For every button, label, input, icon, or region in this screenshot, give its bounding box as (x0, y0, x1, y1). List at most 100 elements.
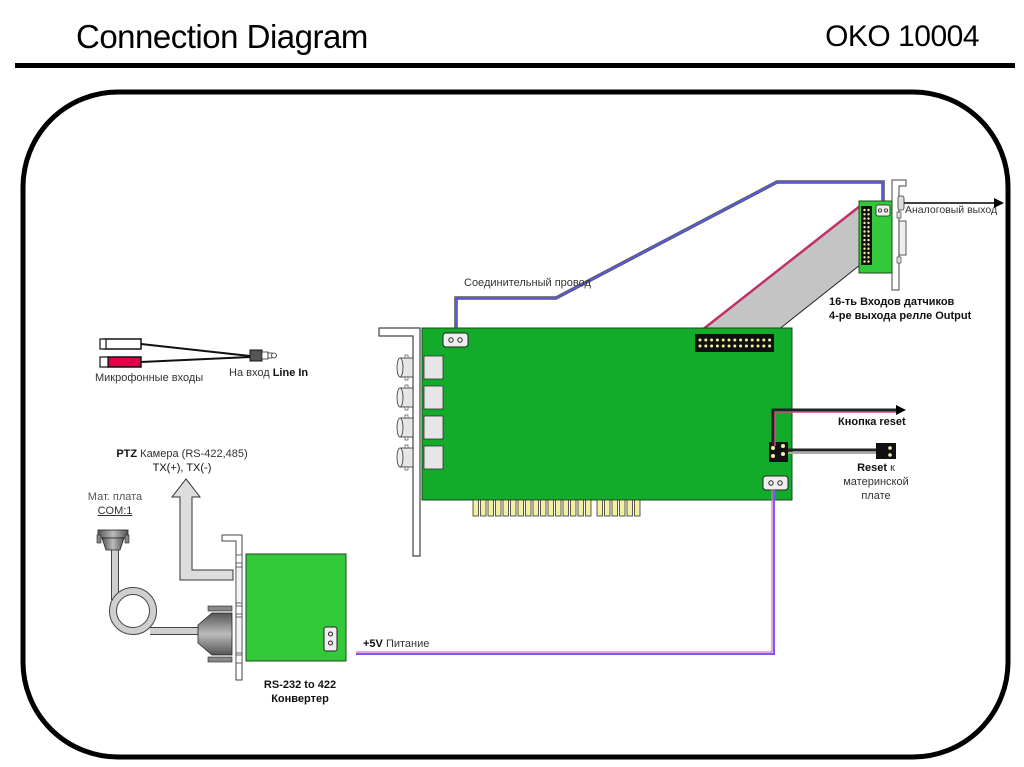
power-rest: Питание (385, 638, 430, 650)
ptz-bold: PTZ (116, 448, 138, 460)
header-pin (715, 344, 719, 348)
sensor-board-bracket (891, 179, 907, 291)
header-pin (750, 344, 754, 348)
motherboard-label: Мат. плата (87, 491, 143, 503)
analog-output-line (904, 198, 1004, 208)
audio-y-cable (99, 338, 277, 368)
bnc-face (396, 447, 404, 468)
bnc-block (423, 445, 444, 470)
serial-cable (109, 545, 202, 635)
reset-rest-1: к (890, 462, 895, 474)
pci-finger (547, 499, 554, 517)
header-pin (727, 344, 731, 348)
pci-finger (562, 499, 569, 517)
jack-plug (249, 349, 263, 362)
pci-finger (570, 499, 577, 517)
line-in-label: На вход Line In (229, 367, 308, 380)
bnc-face (396, 417, 404, 438)
header-pin (867, 256, 870, 259)
model-number: OKO 10004 (825, 20, 979, 53)
pci-finger (502, 499, 509, 517)
header-pin (863, 208, 866, 212)
connecting-wire-label: Соединительный провод (464, 277, 591, 289)
pci-finger (585, 499, 592, 517)
header-pin (867, 226, 870, 229)
header-pin (863, 213, 866, 216)
pci-finger (472, 499, 479, 517)
bnc-block (423, 355, 444, 380)
bnc-face (396, 387, 404, 408)
header-pin (744, 344, 748, 348)
header-pin (863, 234, 866, 237)
header-pin (863, 260, 866, 263)
power-header-main (762, 475, 789, 491)
sensor-inputs-label-1: 16-ть Входов датчиков (829, 296, 955, 308)
header-pin (867, 234, 870, 237)
converter-label-2: Конвертер (271, 693, 329, 705)
header-pin (733, 338, 737, 342)
header-pin (863, 247, 866, 250)
header-pin (867, 243, 870, 246)
header-pin (721, 338, 725, 342)
mic-inputs-label: Микрофонные входы (95, 372, 204, 384)
com-port-label: COM:1 (97, 505, 133, 517)
ptz-tx-label: TX(+), TX(-) (152, 462, 212, 474)
ribbon-header-sensor (861, 206, 872, 265)
power-bold: +5V (363, 638, 383, 650)
bnc-block (423, 385, 444, 410)
header-pin (704, 344, 708, 348)
pci-finger (487, 499, 494, 517)
line-in-prefix: На вход (229, 367, 270, 379)
page-title: Connection Diagram (76, 18, 368, 55)
header-pin (727, 338, 731, 342)
sensor-inputs-label-2: 4-ре выхода релле Output (829, 310, 972, 322)
ptz-label: PTZ Камера (RS-422,485) (112, 448, 252, 461)
pci-finger (480, 499, 487, 517)
power-wire (356, 490, 775, 655)
reset-motherboard-label-3: плате (861, 490, 891, 502)
header-pin (863, 256, 866, 259)
pci-finger (532, 499, 539, 517)
header-pin (867, 217, 870, 220)
red-rca-plug (107, 356, 142, 368)
header-pin (867, 247, 870, 250)
header-pin (863, 238, 866, 242)
header-pin (739, 338, 743, 342)
pci-finger (517, 499, 524, 517)
header-pin (863, 226, 866, 229)
analog-output-label: Аналоговый выход (905, 204, 998, 216)
db9-connector-motherboard (96, 529, 130, 551)
bnc-face (396, 357, 404, 378)
header-pin (715, 338, 719, 342)
header-divider (15, 63, 1015, 68)
pci-edge-connector (472, 499, 641, 517)
reset-button-wire (771, 405, 906, 446)
header-pin (739, 344, 743, 348)
header-pin (710, 344, 714, 348)
pci-finger (555, 499, 562, 517)
pci-finger (540, 499, 547, 517)
header-pin (698, 338, 702, 342)
header-pin (768, 338, 772, 342)
header-pin (704, 338, 708, 342)
header-pin (756, 344, 760, 348)
header-pin (698, 344, 702, 348)
motherboard-reset-wire (788, 443, 896, 459)
white-rca-plug (103, 338, 142, 350)
header-pin (867, 251, 870, 255)
header-pin (867, 230, 870, 233)
header-pin (762, 344, 766, 348)
header-pin (750, 338, 754, 342)
power-header-converter (323, 626, 338, 652)
main-capture-card (421, 327, 793, 501)
line-in-bold: Line In (272, 367, 309, 379)
header-pin (867, 221, 870, 225)
pci-finger (634, 499, 641, 517)
reset-header (769, 442, 788, 462)
pci-finger (495, 499, 502, 517)
header-pin (867, 238, 870, 242)
header-pin (867, 208, 870, 212)
reset-button-label: Кнопка reset (838, 416, 906, 428)
connecting-wire (454, 180, 885, 337)
